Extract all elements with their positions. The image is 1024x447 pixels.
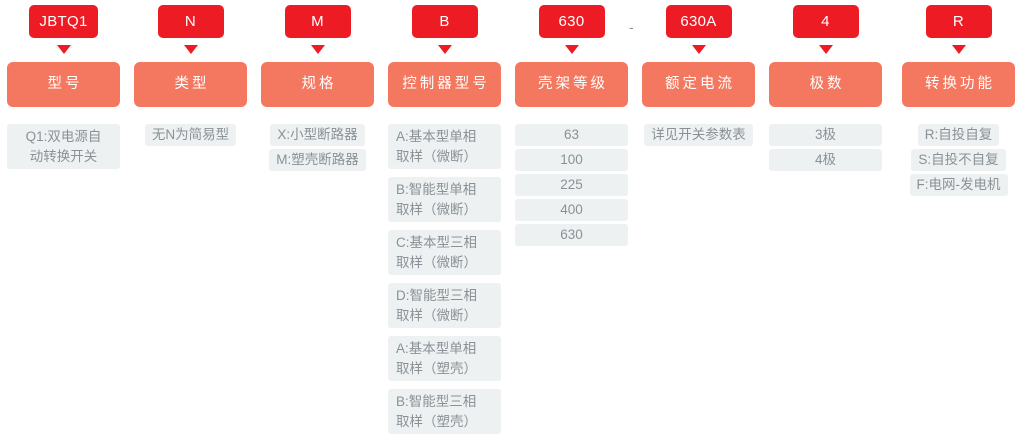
arrow-down-icon-3 [310,45,325,54]
option-cell: 详见开关参数表 [644,124,753,146]
category-label-3: 规格 [261,62,374,107]
option-cell: F:电网-发电机 [909,174,1008,196]
arrow-down-icon-2 [183,45,198,54]
option-cell: 630 [515,224,628,246]
model-segment-column-5: 630 壳架等级 63 100 225 400 630 [515,0,628,249]
model-segment-column-4: B 控制器型号 A:基本型单相 取样（微断） B:智能型单相 取样（微断） C:… [388,0,501,442]
code-badge-2: N [157,5,224,38]
option-cell: B:智能型三相 取样（塑壳） [388,389,501,434]
option-cell: S:自投不自复 [911,149,1006,171]
code-badge-5: 630 [538,5,605,38]
option-list-2: 无N为简易型 [134,124,247,149]
arrow-down-icon-4 [437,45,452,54]
model-segment-column-6: 630A 额定电流 详见开关参数表 [642,0,755,149]
category-label-8: 转换功能 [902,62,1015,107]
code-badge-3: M [284,5,351,38]
code-badge-7: 4 [792,5,859,38]
option-cell: Q1:双电源自 动转换开关 [7,124,120,169]
code-badge-4: B [411,5,478,38]
option-cell: 3极 [769,124,882,146]
category-label-4: 控制器型号 [388,62,501,107]
option-cell: A:基本型单相 取样（塑壳） [388,336,501,381]
option-cell: D:智能型三相 取样（微断） [388,283,501,328]
option-list-1: Q1:双电源自 动转换开关 [7,124,120,177]
option-list-4: A:基本型单相 取样（微断） B:智能型单相 取样（微断） C:基本型三相 取样… [388,124,501,442]
dash-separator: - [629,19,634,35]
option-cell: 无N为简易型 [144,124,237,146]
code-badge-1: JBTQ1 [29,5,98,38]
category-label-1: 型号 [7,62,120,107]
option-list-8: R:自投自复 S:自投不自复 F:电网-发电机 [902,124,1015,199]
model-segment-column-7: 4 极数 3极 4极 [769,0,882,174]
option-list-7: 3极 4极 [769,124,882,174]
option-cell: 400 [515,199,628,221]
model-segment-column-1: JBTQ1 型号 Q1:双电源自 动转换开关 [7,0,120,177]
option-cell: 4极 [769,149,882,171]
arrow-down-icon-5 [564,45,579,54]
option-list-3: X:小型断路器 M:塑壳断路器 [261,124,374,174]
category-label-6: 额定电流 [642,62,755,107]
category-label-2: 类型 [134,62,247,107]
option-cell: R:自投自复 [917,124,1000,146]
option-cell: A:基本型单相 取样（微断） [388,124,501,169]
model-segment-column-8: R 转换功能 R:自投自复 S:自投不自复 F:电网-发电机 [902,0,1015,199]
model-segment-column-2: N 类型 无N为简易型 [134,0,247,149]
option-cell: 100 [515,149,628,171]
arrow-down-icon-1 [56,45,71,54]
arrow-down-icon-7 [818,45,833,54]
code-badge-8: R [925,5,992,38]
option-cell: X:小型断路器 [270,124,365,146]
code-badge-6: 630A [665,5,732,38]
option-list-5: 63 100 225 400 630 [515,124,628,249]
arrow-down-icon-8 [951,45,966,54]
model-segment-column-3: M 规格 X:小型断路器 M:塑壳断路器 [261,0,374,174]
option-cell: 63 [515,124,628,146]
category-label-5: 壳架等级 [515,62,628,107]
option-cell: C:基本型三相 取样（微断） [388,230,501,275]
option-cell: B:智能型单相 取样（微断） [388,177,501,222]
arrow-down-icon-6 [691,45,706,54]
option-cell: M:塑壳断路器 [269,149,366,171]
category-label-7: 极数 [769,62,882,107]
option-list-6: 详见开关参数表 [642,124,755,149]
option-cell: 225 [515,174,628,196]
